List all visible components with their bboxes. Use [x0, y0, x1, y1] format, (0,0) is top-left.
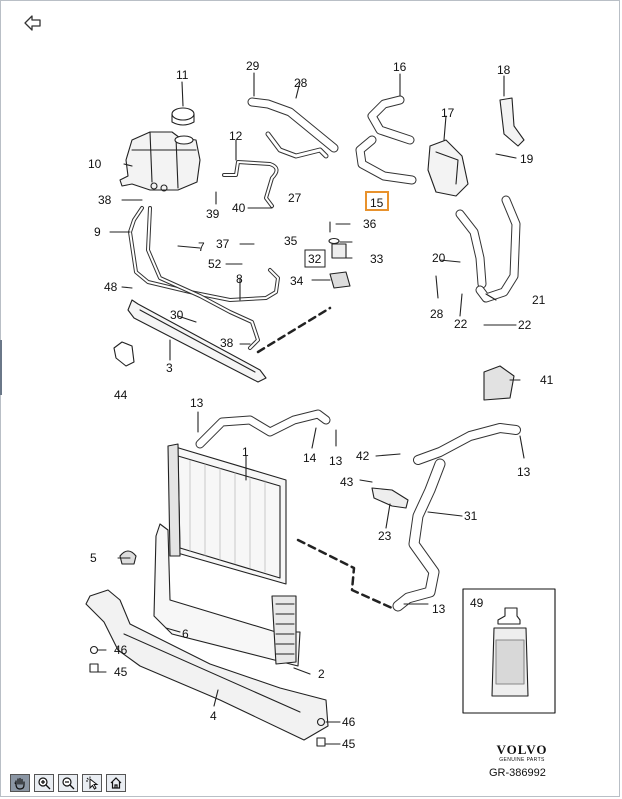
callout-11[interactable]: 11: [176, 68, 189, 82]
callout-41[interactable]: 41: [540, 373, 554, 387]
callout-31[interactable]: 31: [464, 509, 478, 523]
volvo-logo: VOLVO GENUINE PARTS: [486, 742, 558, 764]
callout-18[interactable]: 18: [497, 63, 511, 77]
radiator[interactable]: [167, 443, 287, 585]
pointer-icon: [86, 776, 99, 790]
callout-22-right[interactable]: 22: [518, 318, 532, 332]
callout-45-right[interactable]: 45: [342, 737, 356, 751]
callout-12[interactable]: 12: [229, 129, 243, 143]
callout-19[interactable]: 19: [520, 152, 534, 166]
viewer-toolbar: [10, 774, 126, 792]
callout-49[interactable]: 49: [470, 596, 484, 610]
callout-38-top[interactable]: 38: [98, 193, 112, 207]
callout-22-left[interactable]: 22: [454, 317, 468, 331]
callout-45-left[interactable]: 45: [114, 665, 128, 679]
callout-40[interactable]: 40: [232, 201, 246, 215]
callout-48[interactable]: 48: [104, 280, 118, 294]
callout-33[interactable]: 33: [370, 252, 384, 266]
callout-3[interactable]: 3: [166, 361, 173, 375]
callout-28-top[interactable]: 28: [294, 76, 308, 90]
hand-icon: [14, 777, 25, 790]
home-icon: [110, 777, 122, 789]
callout-44[interactable]: 44: [114, 388, 128, 402]
callout-43[interactable]: 43: [340, 475, 354, 489]
callout-38-lower[interactable]: 38: [220, 336, 234, 350]
callout-17[interactable]: 17: [441, 106, 455, 120]
callout-15[interactable]: 15: [370, 196, 384, 210]
callout-2[interactable]: 2: [318, 667, 325, 681]
zoom-out-icon: [62, 777, 75, 790]
callout-32[interactable]: 32: [308, 252, 322, 266]
callout-8[interactable]: 8: [236, 272, 243, 286]
callout-46-left[interactable]: 46: [114, 643, 128, 657]
callout-34[interactable]: 34: [290, 274, 304, 288]
expansion-tank-cap[interactable]: [171, 107, 195, 126]
home-button[interactable]: [106, 774, 126, 792]
expansion-tank[interactable]: [119, 131, 201, 192]
pan-tool-button[interactable]: [10, 774, 30, 792]
callout-28-right[interactable]: 28: [430, 307, 444, 321]
callout-5[interactable]: 5: [90, 551, 97, 565]
callout-42[interactable]: 42: [356, 449, 370, 463]
callout-20[interactable]: 20: [432, 251, 446, 265]
diagram-reference: GR-386992: [489, 767, 546, 779]
callout-14[interactable]: 14: [303, 451, 317, 465]
callout-4[interactable]: 4: [210, 709, 217, 723]
callout-29[interactable]: 29: [246, 59, 260, 73]
callout-13-right[interactable]: 13: [517, 465, 531, 479]
scroll-edge-marker: [0, 340, 2, 395]
callout-16[interactable]: 16: [393, 60, 407, 74]
callout-23[interactable]: 23: [378, 529, 392, 543]
callout-36[interactable]: 36: [363, 217, 377, 231]
back-arrow-icon[interactable]: [22, 12, 44, 34]
callout-10[interactable]: 10: [88, 157, 102, 171]
zoom-in-button[interactable]: [34, 774, 54, 792]
callout-13-top[interactable]: 13: [190, 396, 204, 410]
callout-7[interactable]: 7: [198, 240, 205, 254]
select-pointer-button[interactable]: [82, 774, 102, 792]
callout-21[interactable]: 21: [532, 293, 546, 307]
brand-name: VOLVO: [496, 742, 548, 757]
callout-35[interactable]: 35: [284, 234, 298, 248]
brand-tagline: GENUINE PARTS: [499, 757, 545, 763]
callout-32-box: [304, 249, 326, 268]
callout-13-bottom[interactable]: 13: [432, 602, 446, 616]
callout-27[interactable]: 27: [288, 191, 302, 205]
callout-15-highlight[interactable]: [365, 191, 389, 211]
callout-6[interactable]: 6: [182, 627, 189, 641]
callout-30[interactable]: 30: [170, 308, 184, 322]
callout-46-right[interactable]: 46: [342, 715, 356, 729]
callout-13-mid[interactable]: 13: [329, 454, 343, 468]
callout-9[interactable]: 9: [94, 225, 101, 239]
callout-39[interactable]: 39: [206, 207, 220, 221]
zoom-out-button[interactable]: [58, 774, 78, 792]
callout-1[interactable]: 1: [242, 445, 249, 459]
callout-52[interactable]: 52: [208, 257, 222, 271]
callout-37[interactable]: 37: [216, 237, 230, 251]
zoom-in-icon: [38, 777, 51, 790]
